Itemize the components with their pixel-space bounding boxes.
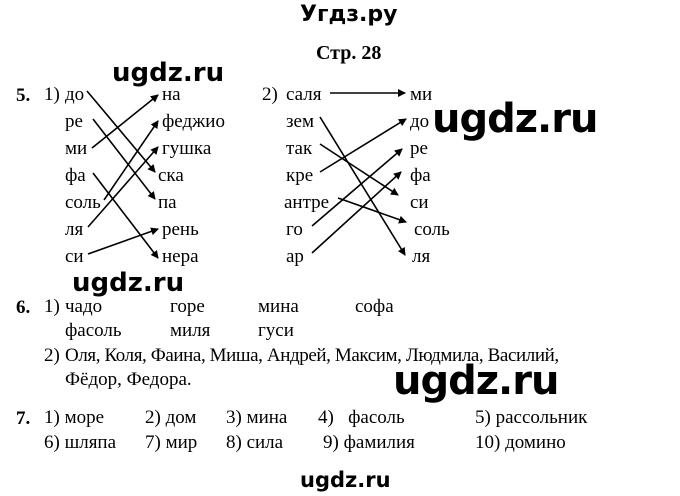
arrow-ar-fa bbox=[311, 171, 402, 254]
arrow-sol-fedzhio bbox=[103, 120, 159, 201]
answer: 5) рассольник bbox=[475, 407, 588, 428]
answer: 9) фамилия bbox=[323, 432, 415, 453]
word: гуси bbox=[258, 320, 294, 341]
note: ля bbox=[412, 246, 431, 267]
arrow-antre-sol bbox=[337, 197, 407, 224]
arrow-do-ska bbox=[86, 90, 156, 173]
note: фа bbox=[410, 165, 431, 186]
watermark: ugdz.ru bbox=[72, 268, 185, 298]
arrow-tak-si bbox=[319, 143, 399, 196]
word: чадо bbox=[65, 296, 103, 317]
answer: 10) домино bbox=[475, 432, 566, 453]
syllable: саля bbox=[286, 84, 322, 105]
note: до bbox=[410, 111, 430, 132]
word: софа bbox=[355, 296, 394, 317]
word-ending: ска bbox=[158, 165, 184, 186]
answer: 6) шляпа bbox=[44, 432, 117, 453]
part-label: 2) bbox=[262, 84, 278, 105]
arrow-si-ren bbox=[87, 227, 159, 255]
answer: 7) мир bbox=[145, 432, 198, 453]
word: фасоль bbox=[65, 320, 122, 341]
names-line: Фёдор, Федора. bbox=[65, 369, 192, 390]
syllable: си bbox=[65, 246, 84, 267]
syllable: ми bbox=[65, 138, 88, 159]
part-label: 1) bbox=[44, 296, 60, 317]
syllable: до bbox=[65, 84, 85, 105]
syllable: соль bbox=[65, 192, 101, 213]
word-ending: феджио bbox=[162, 111, 225, 132]
note: соль bbox=[414, 219, 450, 240]
task-number: 5. bbox=[16, 85, 31, 106]
word-ending: на bbox=[162, 84, 181, 105]
word-ending: па bbox=[158, 192, 177, 213]
word-ending: гушка bbox=[162, 138, 212, 159]
syllable: зем bbox=[286, 111, 314, 132]
arrow-re-pa bbox=[92, 118, 156, 200]
arrow-kre-do bbox=[319, 118, 407, 173]
arrow-go-re bbox=[311, 148, 403, 227]
answer: 4) фасоль bbox=[318, 407, 405, 428]
syllable: так bbox=[286, 138, 313, 159]
task-number: 7. bbox=[16, 408, 31, 429]
note: си bbox=[410, 192, 429, 213]
page-number: Стр. 28 bbox=[316, 42, 382, 64]
syllable: го bbox=[286, 219, 303, 240]
answer: 8) сила bbox=[226, 432, 284, 453]
word: горе bbox=[170, 296, 205, 317]
arrow-zem-lya bbox=[319, 116, 406, 256]
word-ending: рень bbox=[162, 219, 199, 240]
word: миля bbox=[170, 320, 211, 341]
watermark: ugdz.ru bbox=[112, 58, 225, 88]
task-number: 6. bbox=[16, 297, 31, 318]
syllable: ар bbox=[286, 246, 304, 267]
answer: 3) мина bbox=[226, 407, 288, 428]
answer: 1) море bbox=[44, 407, 105, 428]
arrow-mi-na bbox=[91, 94, 159, 149]
part-label: 1) bbox=[44, 84, 60, 105]
watermark: ugdz.ru bbox=[393, 358, 559, 404]
note: ре bbox=[410, 138, 428, 159]
syllable: фа bbox=[65, 165, 86, 186]
word: мина bbox=[258, 296, 299, 317]
arrow-lya-gushka bbox=[87, 146, 159, 228]
syllable: кре bbox=[286, 165, 314, 186]
answer: 2) дом bbox=[145, 407, 197, 428]
syllable: антре bbox=[284, 192, 330, 213]
part-label: 2) bbox=[44, 345, 60, 366]
names-line: Оля, Коля, Фаина, Миша, Андрей, Максим, … bbox=[65, 345, 559, 366]
watermark: ugdz.ru bbox=[432, 96, 598, 142]
note: ми bbox=[410, 84, 433, 105]
site-title: Угдз.ру bbox=[300, 2, 398, 27]
arrow-fa-nera bbox=[92, 172, 159, 259]
syllable: ре bbox=[65, 111, 83, 132]
watermark: ugdz.ru bbox=[300, 468, 391, 492]
word-ending: нера bbox=[162, 246, 199, 267]
syllable: ля bbox=[65, 219, 84, 240]
